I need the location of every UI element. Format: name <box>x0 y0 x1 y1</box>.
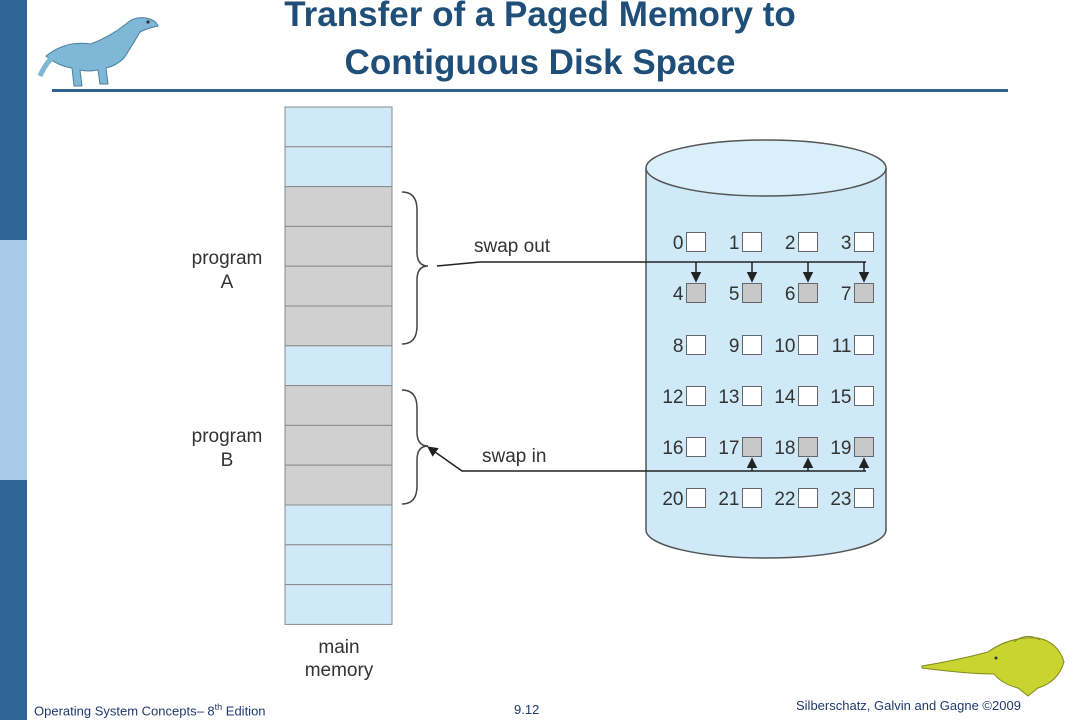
disk-block-label-5: 5 <box>729 284 740 305</box>
disk-block-7 <box>854 283 874 303</box>
disk-block-4 <box>686 283 706 303</box>
disk-block-0 <box>686 232 706 252</box>
memory-frame-program-a <box>284 225 393 267</box>
disk-block-label-22: 22 <box>774 489 795 510</box>
memory-frame-program-a <box>284 265 393 307</box>
dinosaur-logo-bottom <box>921 636 1065 697</box>
memory-frame-program-b <box>284 424 393 466</box>
main-memory-label-line1: main <box>318 637 359 658</box>
disk-block-label-11: 11 <box>832 336 852 357</box>
disk-block-14 <box>798 386 818 406</box>
disk-block-2 <box>798 232 818 252</box>
main-memory-column <box>284 106 393 625</box>
dinosaur-logo-top <box>37 17 159 87</box>
memory-frame-program-b <box>284 464 393 506</box>
disk-block-label-17: 17 <box>718 438 739 459</box>
disk-block-6 <box>798 283 818 303</box>
disk-block-19 <box>854 437 874 457</box>
disk-block-10 <box>798 335 818 355</box>
memory-frame-free <box>284 544 393 586</box>
memory-frame-program-a <box>284 305 393 347</box>
program-b-label-line1: program <box>192 426 263 447</box>
disk-cylinder <box>645 139 887 559</box>
program-b-brace <box>401 389 429 505</box>
disk-block-label-23: 23 <box>830 489 851 510</box>
swap-in-rises <box>746 457 870 471</box>
disk-block-22 <box>798 488 818 508</box>
swap-out-arrow <box>436 261 866 267</box>
disk-block-label-14: 14 <box>774 387 796 408</box>
disk-block-label-16: 16 <box>662 438 683 459</box>
memory-frame-free <box>284 106 393 148</box>
disk-block-18 <box>798 437 818 457</box>
disk-block-label-3: 3 <box>841 233 852 254</box>
footer-right: Silberschatz, Galvin and Gagne ©2009 <box>796 698 1021 713</box>
footer-left-text: Operating System Concepts– 8 <box>34 703 215 719</box>
disk-block-15 <box>854 386 874 406</box>
disk-block-3 <box>854 232 874 252</box>
memory-frame-free <box>284 584 393 625</box>
swap-in-arrow <box>427 446 866 472</box>
slide-title-line2: Contiguous Disk Space <box>344 43 736 82</box>
disk-block-16 <box>686 437 706 457</box>
disk-block-label-13: 13 <box>718 387 739 408</box>
disk-block-label-4: 4 <box>673 284 684 305</box>
disk-block-label-15: 15 <box>830 387 851 408</box>
disk-block-label-9: 9 <box>729 336 740 357</box>
swap-out-drops <box>690 262 870 283</box>
disk-block-label-21: 21 <box>718 489 739 510</box>
memory-frame-free <box>284 146 393 188</box>
disk-block-13 <box>742 386 762 406</box>
disk-block-label-8: 8 <box>673 336 684 357</box>
memory-frame-free <box>284 345 393 387</box>
sidebar-stripe-light <box>0 240 27 480</box>
swap-out-label: swap out <box>474 236 551 257</box>
memory-frame-free <box>284 504 393 546</box>
disk-block-label-19: 19 <box>830 438 851 459</box>
sidebar-stripe <box>0 0 27 720</box>
disk-block-label-6: 6 <box>785 284 796 305</box>
footer-page-number: 9.12 <box>514 702 540 717</box>
disk-block-8 <box>686 335 706 355</box>
footer-left-suffix: Edition <box>222 703 266 719</box>
disk-block-label-20: 20 <box>662 489 683 510</box>
slide-title-line1: Transfer of a Paged Memory to <box>284 0 796 34</box>
disk-block-5 <box>742 283 762 303</box>
main-memory-label-line2: memory <box>305 660 374 681</box>
title-rule <box>52 89 1008 92</box>
disk-block-label-18: 18 <box>774 438 795 459</box>
disk-block-label-12: 12 <box>662 387 683 408</box>
disk-block-1 <box>742 232 762 252</box>
disk-block-label-1: 1 <box>729 233 740 254</box>
disk-block-21 <box>742 488 762 508</box>
memory-frame-program-b <box>284 385 393 426</box>
disk-block-20 <box>686 488 706 508</box>
program-a-brace <box>401 191 429 345</box>
footer-left-sup: th <box>214 702 223 712</box>
disk-block-label-7: 7 <box>841 284 852 305</box>
memory-frame-program-a <box>284 186 393 227</box>
disk-block-23 <box>854 488 874 508</box>
swap-in-label: swap in <box>482 446 546 467</box>
disk-block-9 <box>742 335 762 355</box>
disk-block-label-10: 10 <box>774 336 795 357</box>
footer-left: Operating System Concepts– 8th Edition <box>34 702 266 718</box>
program-b-label-line2: B <box>221 450 234 471</box>
disk-block-17 <box>742 437 762 457</box>
disk-block-11 <box>854 335 874 355</box>
disk-block-label-0: 0 <box>673 233 684 254</box>
disk-block-label-2: 2 <box>785 233 796 254</box>
disk-block-12 <box>686 386 706 406</box>
program-a-label-line2: A <box>221 272 234 293</box>
program-a-label-line1: program <box>192 248 263 269</box>
